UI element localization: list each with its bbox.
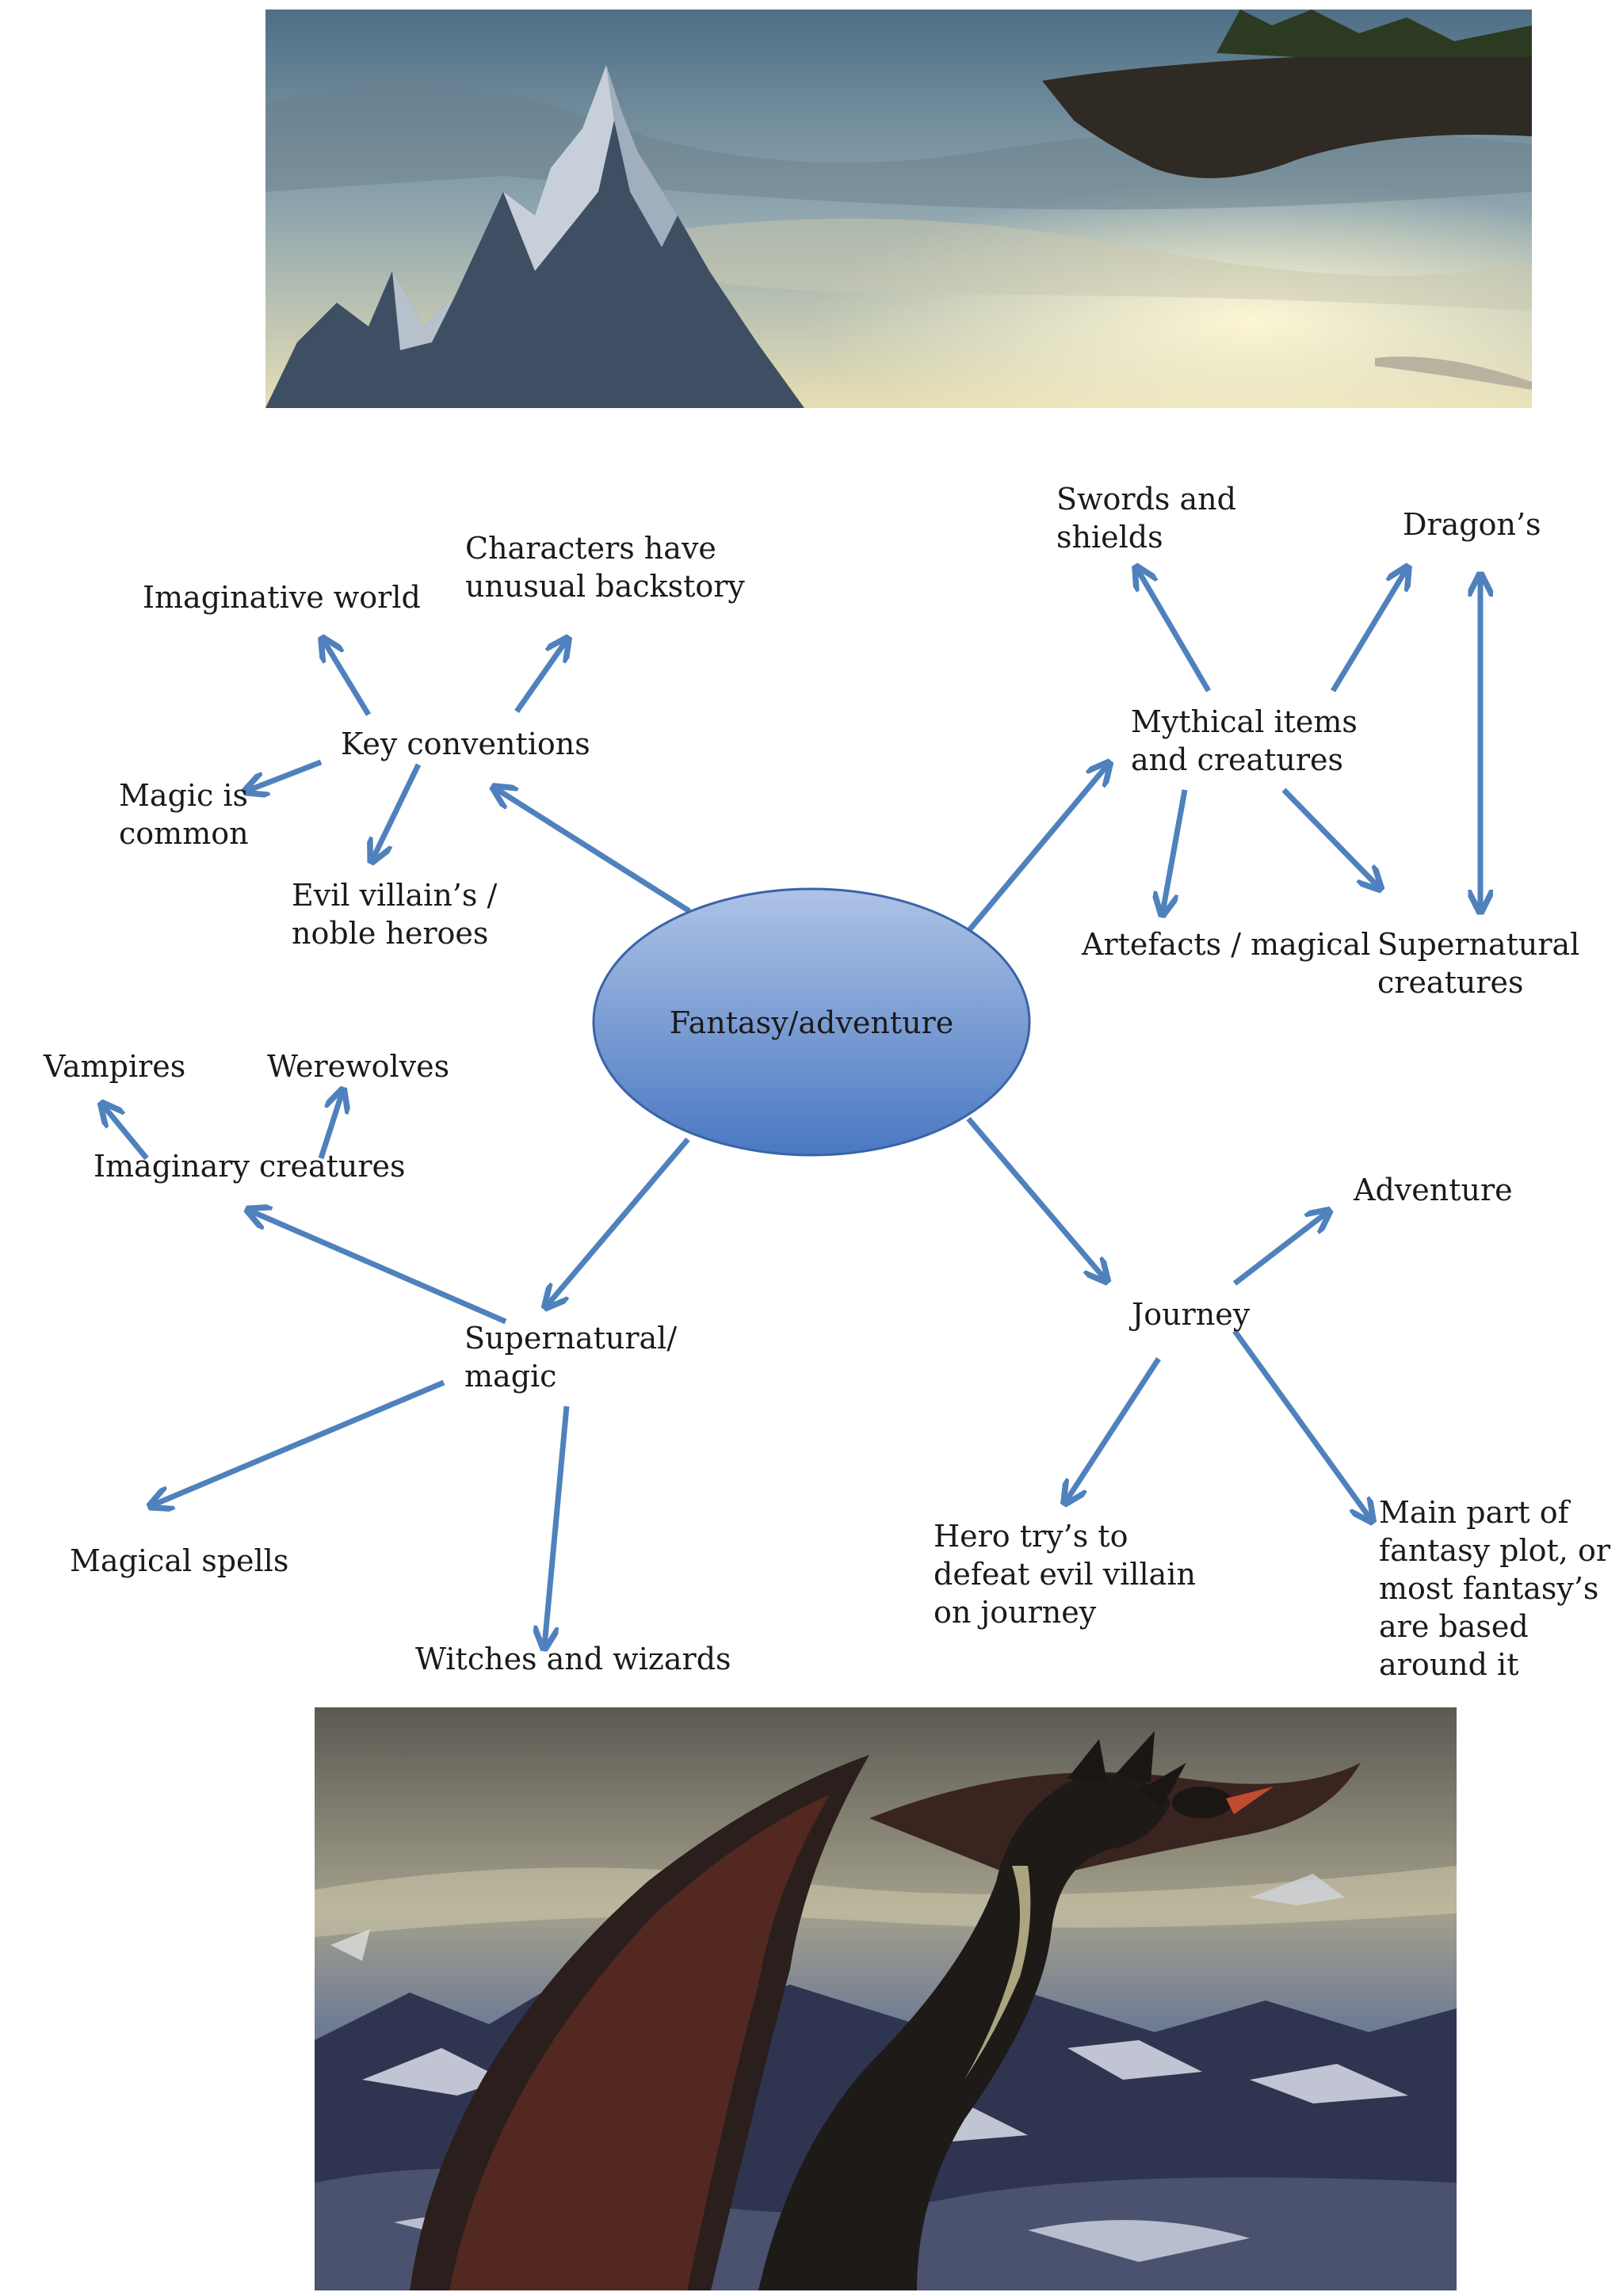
node-magic-common: Magic is common <box>119 778 249 851</box>
arrow-imaginary-to-vampires <box>103 1105 149 1161</box>
arrow-key-to-backstory <box>514 640 567 714</box>
node-main-part: Main part of fantasy plot, or most fanta… <box>1379 1495 1610 1682</box>
arrow-supernatural-to-witches <box>544 1405 570 1646</box>
arrow-journey-to-main-part <box>1232 1329 1371 1520</box>
arrow-center-to-key-conventions <box>495 788 691 913</box>
node-werewolves: Werewolves <box>267 1049 450 1084</box>
node-villain-heroes: Evil villain’s / noble heroes <box>292 878 498 951</box>
central-label: Fantasy/adventure <box>669 1005 954 1040</box>
node-swords-shields: Swords and shields <box>1056 482 1236 555</box>
node-journey: Journey <box>1132 1297 1251 1332</box>
arrow-mythical-to-dragons <box>1331 569 1407 692</box>
node-supernatural-creatures: Supernatural creatures <box>1377 927 1580 1000</box>
arrow-mythical-to-artefacts <box>1163 789 1188 913</box>
arrow-center-to-supernatural <box>547 1137 690 1306</box>
arrow-supernatural-to-imaginary <box>250 1211 507 1325</box>
arrow-key-to-villain <box>372 763 422 860</box>
central-node: Fantasy/adventure <box>590 886 1033 1159</box>
arrow-mythical-to-swords <box>1137 569 1212 692</box>
node-dragons: Dragon’s <box>1403 507 1541 542</box>
node-imaginary-creatures: Imaginary creatures <box>94 1149 406 1184</box>
arrow-key-to-magic <box>247 759 323 791</box>
node-adventure: Adventure <box>1354 1173 1513 1207</box>
node-hero-villain: Hero try’s to defeat evil villain on jou… <box>934 1519 1196 1630</box>
node-supernatural-magic: Supernatural/ magic <box>464 1321 678 1394</box>
node-witches-wizards: Witches and wizards <box>415 1642 731 1676</box>
arrow-key-to-imaginative-world <box>323 640 371 716</box>
node-backstory: Characters have unusual backstory <box>465 531 745 604</box>
bottom-dragon-image <box>315 1707 1457 2290</box>
arrow-center-to-journey <box>966 1116 1106 1280</box>
central-ellipse <box>592 887 1031 1157</box>
node-magical-spells: Magical spells <box>70 1543 289 1578</box>
arrow-mythical-to-supernatural-creatures <box>1281 788 1379 887</box>
node-vampires: Vampires <box>44 1049 186 1084</box>
arrow-supernatural-to-spells <box>152 1379 445 1505</box>
arrow-center-to-mythical <box>963 765 1108 937</box>
node-key-conventions: Key conventions <box>341 727 590 761</box>
arrow-journey-to-hero <box>1066 1357 1161 1501</box>
arrow-imaginary-to-werewolves <box>318 1092 342 1160</box>
node-imaginative-world: Imaginative world <box>143 580 421 615</box>
top-landscape-image <box>265 10 1532 408</box>
node-mythical: Mythical items and creatures <box>1131 704 1358 777</box>
node-artefacts: Artefacts / magical <box>1082 927 1371 962</box>
arrow-journey-to-adventure <box>1232 1212 1327 1286</box>
